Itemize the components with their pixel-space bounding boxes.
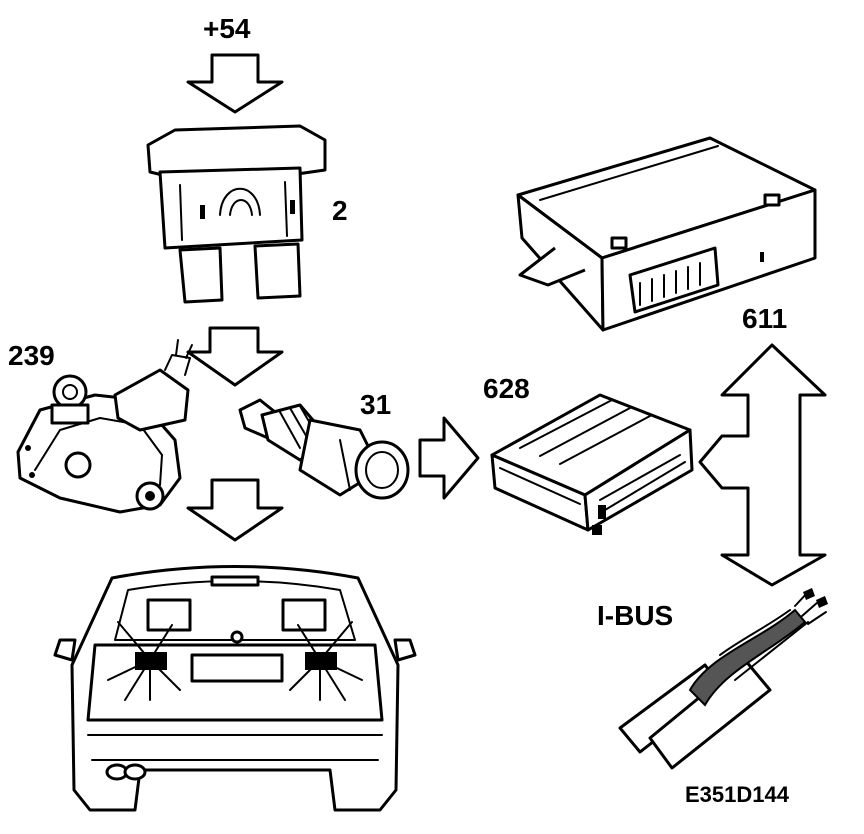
label-power: +54 bbox=[203, 13, 251, 44]
car-rear-icon bbox=[53, 565, 417, 812]
bus-cable-icon bbox=[618, 588, 828, 770]
arrow-down-to-car bbox=[186, 478, 284, 542]
gear-switch-icon bbox=[16, 339, 193, 514]
label-gear-switch: 239 bbox=[8, 340, 55, 371]
arrow-down-from-fuse bbox=[186, 326, 284, 387]
label-bus: I-BUS bbox=[597, 600, 673, 631]
label-fuse: 2 bbox=[332, 195, 348, 226]
label-figure-code: E351D144 bbox=[685, 782, 790, 807]
arrow-down-to-fuse bbox=[186, 53, 284, 114]
arrow-right-to-module bbox=[418, 416, 480, 500]
label-main-unit: 611 bbox=[742, 303, 787, 334]
fuse-icon bbox=[146, 124, 327, 304]
bus-double-arrow bbox=[698, 343, 827, 587]
main-unit-icon bbox=[516, 136, 817, 332]
label-control-module: 628 bbox=[483, 373, 530, 404]
control-module-icon bbox=[490, 393, 694, 535]
label-temp-sensor: 31 bbox=[360, 389, 391, 420]
temperature-sensor-icon bbox=[238, 398, 410, 500]
